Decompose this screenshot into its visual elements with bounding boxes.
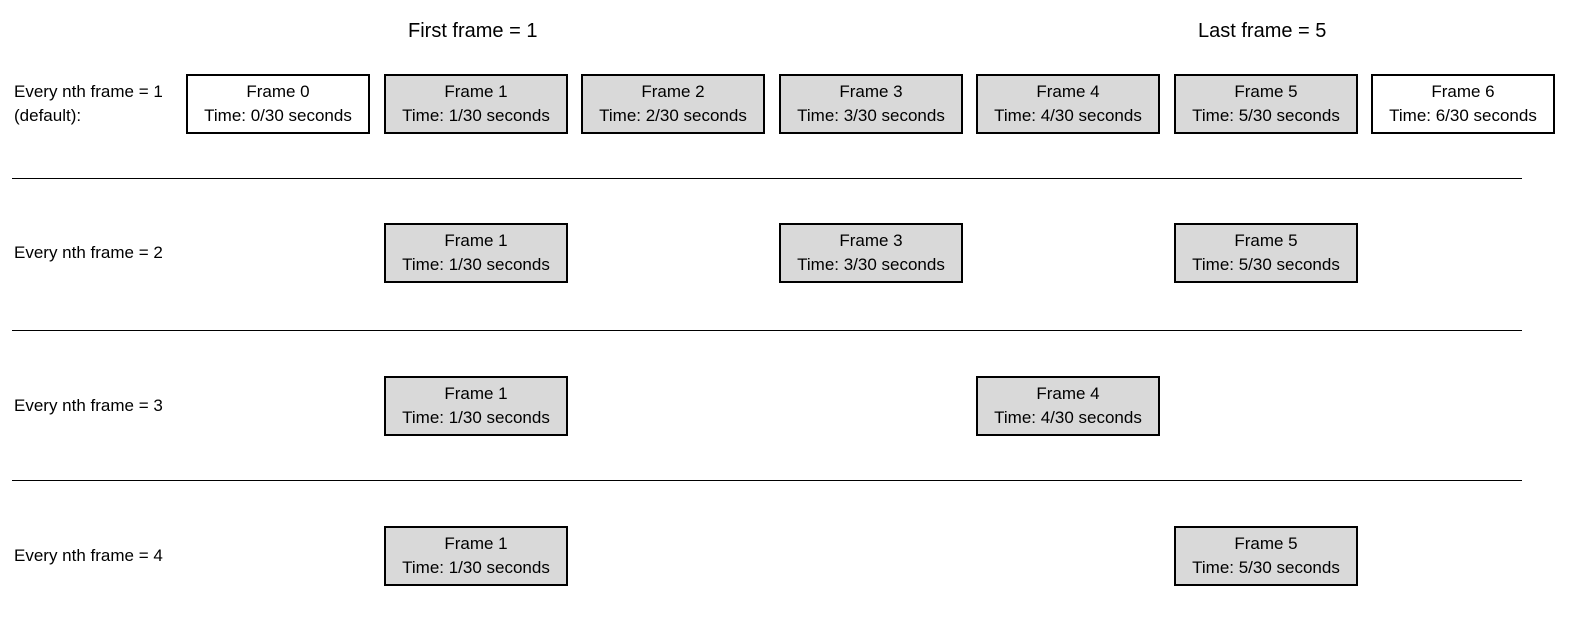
frame-name: Frame 3 bbox=[839, 231, 903, 250]
row-label-line: Every nth frame = 3 bbox=[14, 396, 163, 415]
frame-time: Time: 0/30 seconds bbox=[204, 106, 352, 125]
frame-time: Time: 1/30 seconds bbox=[402, 106, 550, 125]
frame-box: Frame 1 Time: 1/30 seconds bbox=[384, 376, 568, 436]
frame-name: Frame 4 bbox=[1036, 384, 1100, 403]
frame-box: Frame 4 Time: 4/30 seconds bbox=[976, 74, 1160, 134]
frame-time: Time: 4/30 seconds bbox=[994, 106, 1142, 125]
frame-time: Time: 1/30 seconds bbox=[402, 558, 550, 577]
frame-box: Frame 5 Time: 5/30 seconds bbox=[1174, 74, 1358, 134]
frame-box: Frame 2 Time: 2/30 seconds bbox=[581, 74, 765, 134]
frame-box: Frame 3 Time: 3/30 seconds bbox=[779, 74, 963, 134]
frame-time: Time: 3/30 seconds bbox=[797, 106, 945, 125]
frame-time: Time: 1/30 seconds bbox=[402, 255, 550, 274]
row-label: Every nth frame = 1 (default): bbox=[14, 80, 163, 128]
frame-box: Frame 4 Time: 4/30 seconds bbox=[976, 376, 1160, 436]
frame-box: Frame 0 Time: 0/30 seconds bbox=[186, 74, 370, 134]
frame-name: Frame 1 bbox=[444, 534, 508, 553]
frame-name: Frame 5 bbox=[1234, 534, 1298, 553]
row-label: Every nth frame = 4 bbox=[14, 544, 163, 568]
frame-time: Time: 5/30 seconds bbox=[1192, 558, 1340, 577]
frame-name: Frame 0 bbox=[246, 82, 310, 101]
row-separator bbox=[12, 178, 1522, 179]
frame-time: Time: 1/30 seconds bbox=[402, 408, 550, 427]
frame-name: Frame 4 bbox=[1036, 82, 1100, 101]
frame-time: Time: 3/30 seconds bbox=[797, 255, 945, 274]
frame-name: Frame 6 bbox=[1431, 82, 1495, 101]
frame-name: Frame 1 bbox=[444, 384, 508, 403]
frame-box: Frame 1 Time: 1/30 seconds bbox=[384, 74, 568, 134]
frame-box: Frame 6 Time: 6/30 seconds bbox=[1371, 74, 1555, 134]
row-label-line: Every nth frame = 2 bbox=[14, 243, 163, 262]
row-separator bbox=[12, 330, 1522, 331]
last-frame-header: Last frame = 5 bbox=[1198, 20, 1327, 42]
frame-name: Frame 1 bbox=[444, 82, 508, 101]
frame-box: Frame 3 Time: 3/30 seconds bbox=[779, 223, 963, 283]
row-label-line: Every nth frame = 1 bbox=[14, 82, 163, 101]
frame-name: Frame 5 bbox=[1234, 231, 1298, 250]
frame-name: Frame 5 bbox=[1234, 82, 1298, 101]
frame-box: Frame 5 Time: 5/30 seconds bbox=[1174, 526, 1358, 586]
frame-name: Frame 1 bbox=[444, 231, 508, 250]
row-label: Every nth frame = 3 bbox=[14, 394, 163, 418]
frame-box: Frame 1 Time: 1/30 seconds bbox=[384, 526, 568, 586]
frame-time: Time: 5/30 seconds bbox=[1192, 255, 1340, 274]
row-label-line: Every nth frame = 4 bbox=[14, 546, 163, 565]
first-frame-header: First frame = 1 bbox=[408, 20, 538, 42]
frame-name: Frame 3 bbox=[839, 82, 903, 101]
frame-time: Time: 5/30 seconds bbox=[1192, 106, 1340, 125]
row-label-line: (default): bbox=[14, 106, 82, 125]
row-separator bbox=[12, 480, 1522, 481]
row-label: Every nth frame = 2 bbox=[14, 241, 163, 265]
frame-time: Time: 6/30 seconds bbox=[1389, 106, 1537, 125]
frame-box: Frame 5 Time: 5/30 seconds bbox=[1174, 223, 1358, 283]
frame-time: Time: 4/30 seconds bbox=[994, 408, 1142, 427]
frame-box: Frame 1 Time: 1/30 seconds bbox=[384, 223, 568, 283]
frame-time: Time: 2/30 seconds bbox=[599, 106, 747, 125]
frame-name: Frame 2 bbox=[641, 82, 705, 101]
